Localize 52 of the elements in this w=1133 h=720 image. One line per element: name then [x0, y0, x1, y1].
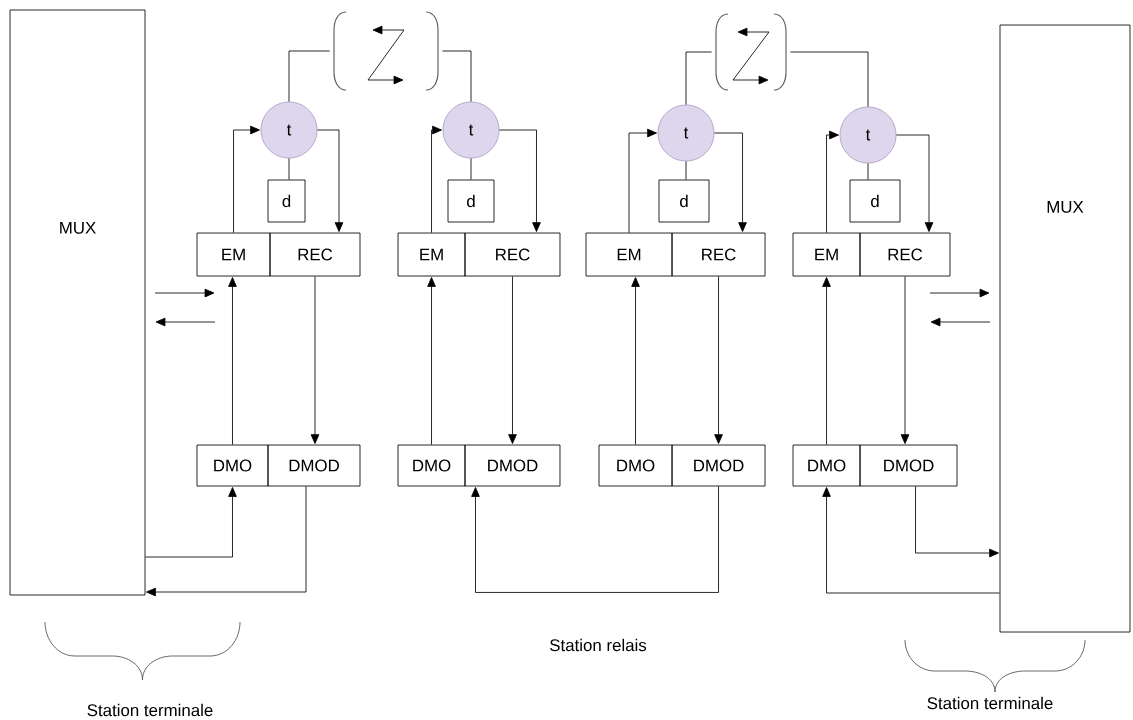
- cell-box: EM: [585, 232, 673, 277]
- circle-node: t: [260, 101, 318, 159]
- arrow: [146, 486, 307, 597]
- arrow: [431, 125, 442, 234]
- cell-box: REC: [464, 232, 561, 277]
- arrow: [628, 128, 657, 234]
- cell-box: DMOD: [267, 444, 361, 487]
- cell-box: EM: [397, 232, 466, 277]
- cell-box: DMO: [598, 444, 673, 487]
- multiplexer-box: MUX: [999, 24, 1131, 633]
- arrow: [233, 125, 260, 234]
- arrow: [826, 130, 839, 234]
- arrow: [900, 276, 910, 444]
- arrow: [915, 486, 999, 558]
- multiplexer-box: MUX: [9, 9, 146, 596]
- small-box: d: [658, 179, 710, 223]
- arrow: [471, 486, 719, 593]
- arrow: [145, 487, 237, 558]
- arrow: [499, 129, 541, 232]
- cell-box: EM: [792, 232, 861, 277]
- station-label: Station terminale: [87, 703, 213, 717]
- z-drawing: [715, 13, 787, 91]
- cell-box: DMO: [397, 444, 466, 487]
- cell-box: DMO: [792, 444, 861, 487]
- small-box: d: [267, 179, 306, 223]
- arrow: [228, 277, 237, 446]
- arrow: [822, 487, 1000, 594]
- arrow: [427, 277, 436, 446]
- cell-box: DMOD: [859, 444, 958, 487]
- cell-box: DMOD: [464, 444, 561, 487]
- arrow: [896, 134, 934, 232]
- small-box: d: [447, 179, 495, 223]
- arrow: [310, 276, 320, 444]
- arrow: [631, 277, 640, 446]
- cell-box: REC: [671, 232, 766, 277]
- cell-box: DMO: [196, 444, 269, 487]
- cell-box: DMOD: [671, 444, 766, 487]
- cell-box: REC: [859, 232, 951, 277]
- cell-box: REC: [269, 232, 361, 277]
- circle-node: t: [442, 101, 500, 159]
- arrow: [508, 276, 517, 444]
- arrow: [714, 132, 747, 232]
- cell-box: EM: [196, 232, 271, 277]
- arrow: [822, 277, 831, 446]
- small-box: d: [849, 179, 901, 223]
- arrow: [714, 276, 723, 444]
- circle-node: t: [657, 104, 715, 162]
- circle-node: t: [839, 106, 897, 164]
- station-label: Station relais: [550, 638, 647, 652]
- station-label: Station terminale: [927, 696, 1053, 710]
- z-drawing: [333, 11, 439, 91]
- arrow: [317, 129, 344, 232]
